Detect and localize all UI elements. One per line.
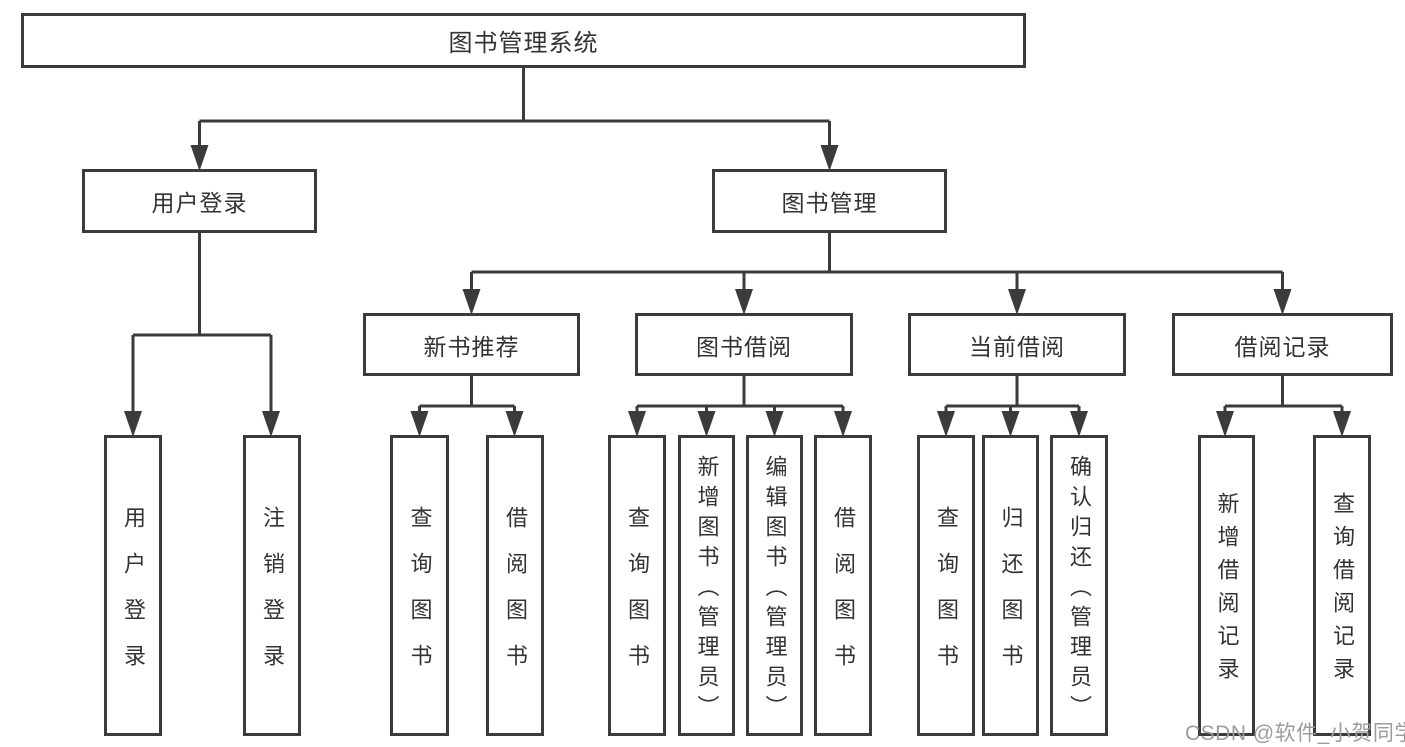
leaf-recommend-query-book-label: 查询图书	[407, 505, 433, 690]
node-borrow-records: 借阅记录	[1172, 313, 1393, 376]
leaf-recommend-borrow-book: 借阅图书	[486, 435, 544, 736]
leaf-return-book-label: 归还图书	[998, 505, 1024, 690]
node-book-management: 图书管理	[712, 169, 947, 233]
connector-segments	[131, 68, 1344, 412]
leaf-borrow-book-label: 借阅图书	[831, 505, 856, 690]
leaf-borrow-query-book-label: 查询图书	[625, 505, 650, 690]
leaf-current-query-book-label: 查询图书	[934, 505, 959, 690]
node-book-borrow: 图书借阅	[635, 313, 853, 376]
leaf-add-book-admin: 新增图书（管理员）	[678, 435, 735, 736]
node-book-borrow-label: 图书借阅	[696, 333, 792, 360]
leaf-logout-label: 注销登录	[260, 505, 285, 690]
leaf-query-borrow-record: 查询借阅记录	[1313, 435, 1371, 736]
leaf-user-login-label: 用户登录	[121, 505, 146, 690]
leaf-logout: 注销登录	[243, 435, 301, 736]
leaf-add-borrow-record-label: 新增借阅记录	[1214, 492, 1240, 690]
node-system-root-label: 图书管理系统	[448, 30, 599, 57]
node-current-borrow-label: 当前借阅	[969, 333, 1065, 360]
node-book-management-label: 图书管理	[781, 190, 878, 216]
leaf-return-book: 归还图书	[982, 435, 1039, 736]
leaf-edit-book-admin: 编辑图书（管理员）	[746, 435, 803, 736]
leaf-recommend-query-book: 查询图书	[390, 435, 449, 736]
leaf-current-query-book: 查询图书	[917, 435, 975, 736]
arrowheads	[124, 145, 1351, 437]
node-user-login: 用户登录	[82, 169, 317, 233]
leaf-edit-book-admin-label: 编辑图书（管理员）	[762, 454, 788, 725]
csdn-watermark: CSDN @软件_小贺同学	[1185, 722, 1405, 745]
node-borrow-records-label: 借阅记录	[1234, 333, 1331, 360]
leaf-recommend-borrow-book-label: 借阅图书	[503, 505, 528, 690]
leaf-confirm-return-admin: 确认归还（管理员）	[1050, 435, 1108, 736]
leaf-add-book-admin-label: 新增图书（管理员）	[694, 454, 720, 725]
node-user-login-label: 用户登录	[151, 190, 248, 216]
leaf-user-login: 用户登录	[104, 435, 162, 736]
leaf-query-borrow-record-label: 查询借阅记录	[1330, 492, 1355, 690]
node-new-book-recommend-label: 新书推荐	[423, 333, 520, 360]
node-system-root: 图书管理系统	[21, 13, 1026, 68]
node-current-borrow: 当前借阅	[908, 313, 1126, 376]
node-new-book-recommend: 新书推荐	[363, 313, 580, 376]
leaf-confirm-return-admin-label: 确认归还（管理员）	[1067, 454, 1092, 725]
leaf-borrow-book: 借阅图书	[814, 435, 872, 736]
leaf-borrow-query-book: 查询图书	[608, 435, 666, 736]
leaf-add-borrow-record: 新增借阅记录	[1198, 435, 1255, 736]
